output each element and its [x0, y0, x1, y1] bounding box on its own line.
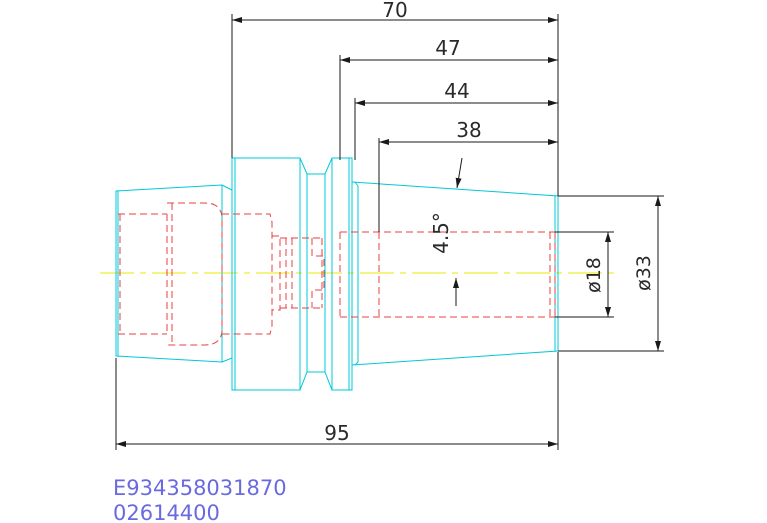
dim-dia33: ø33 [633, 255, 655, 291]
part-number: 02614400 [113, 501, 220, 523]
dim-38: 38 [456, 118, 481, 142]
dim-dia18: ø18 [583, 257, 605, 293]
hidden-lines [118, 202, 556, 346]
dim-angle: 4.5° [429, 212, 453, 254]
dim-47: 47 [435, 36, 460, 60]
dim-95: 95 [324, 421, 349, 445]
part-code: E934358031870 [113, 476, 287, 500]
part-outline [115, 157, 559, 391]
dim-70: 70 [382, 0, 407, 22]
dimension-lines [115, 14, 664, 450]
dim-44: 44 [444, 79, 469, 103]
